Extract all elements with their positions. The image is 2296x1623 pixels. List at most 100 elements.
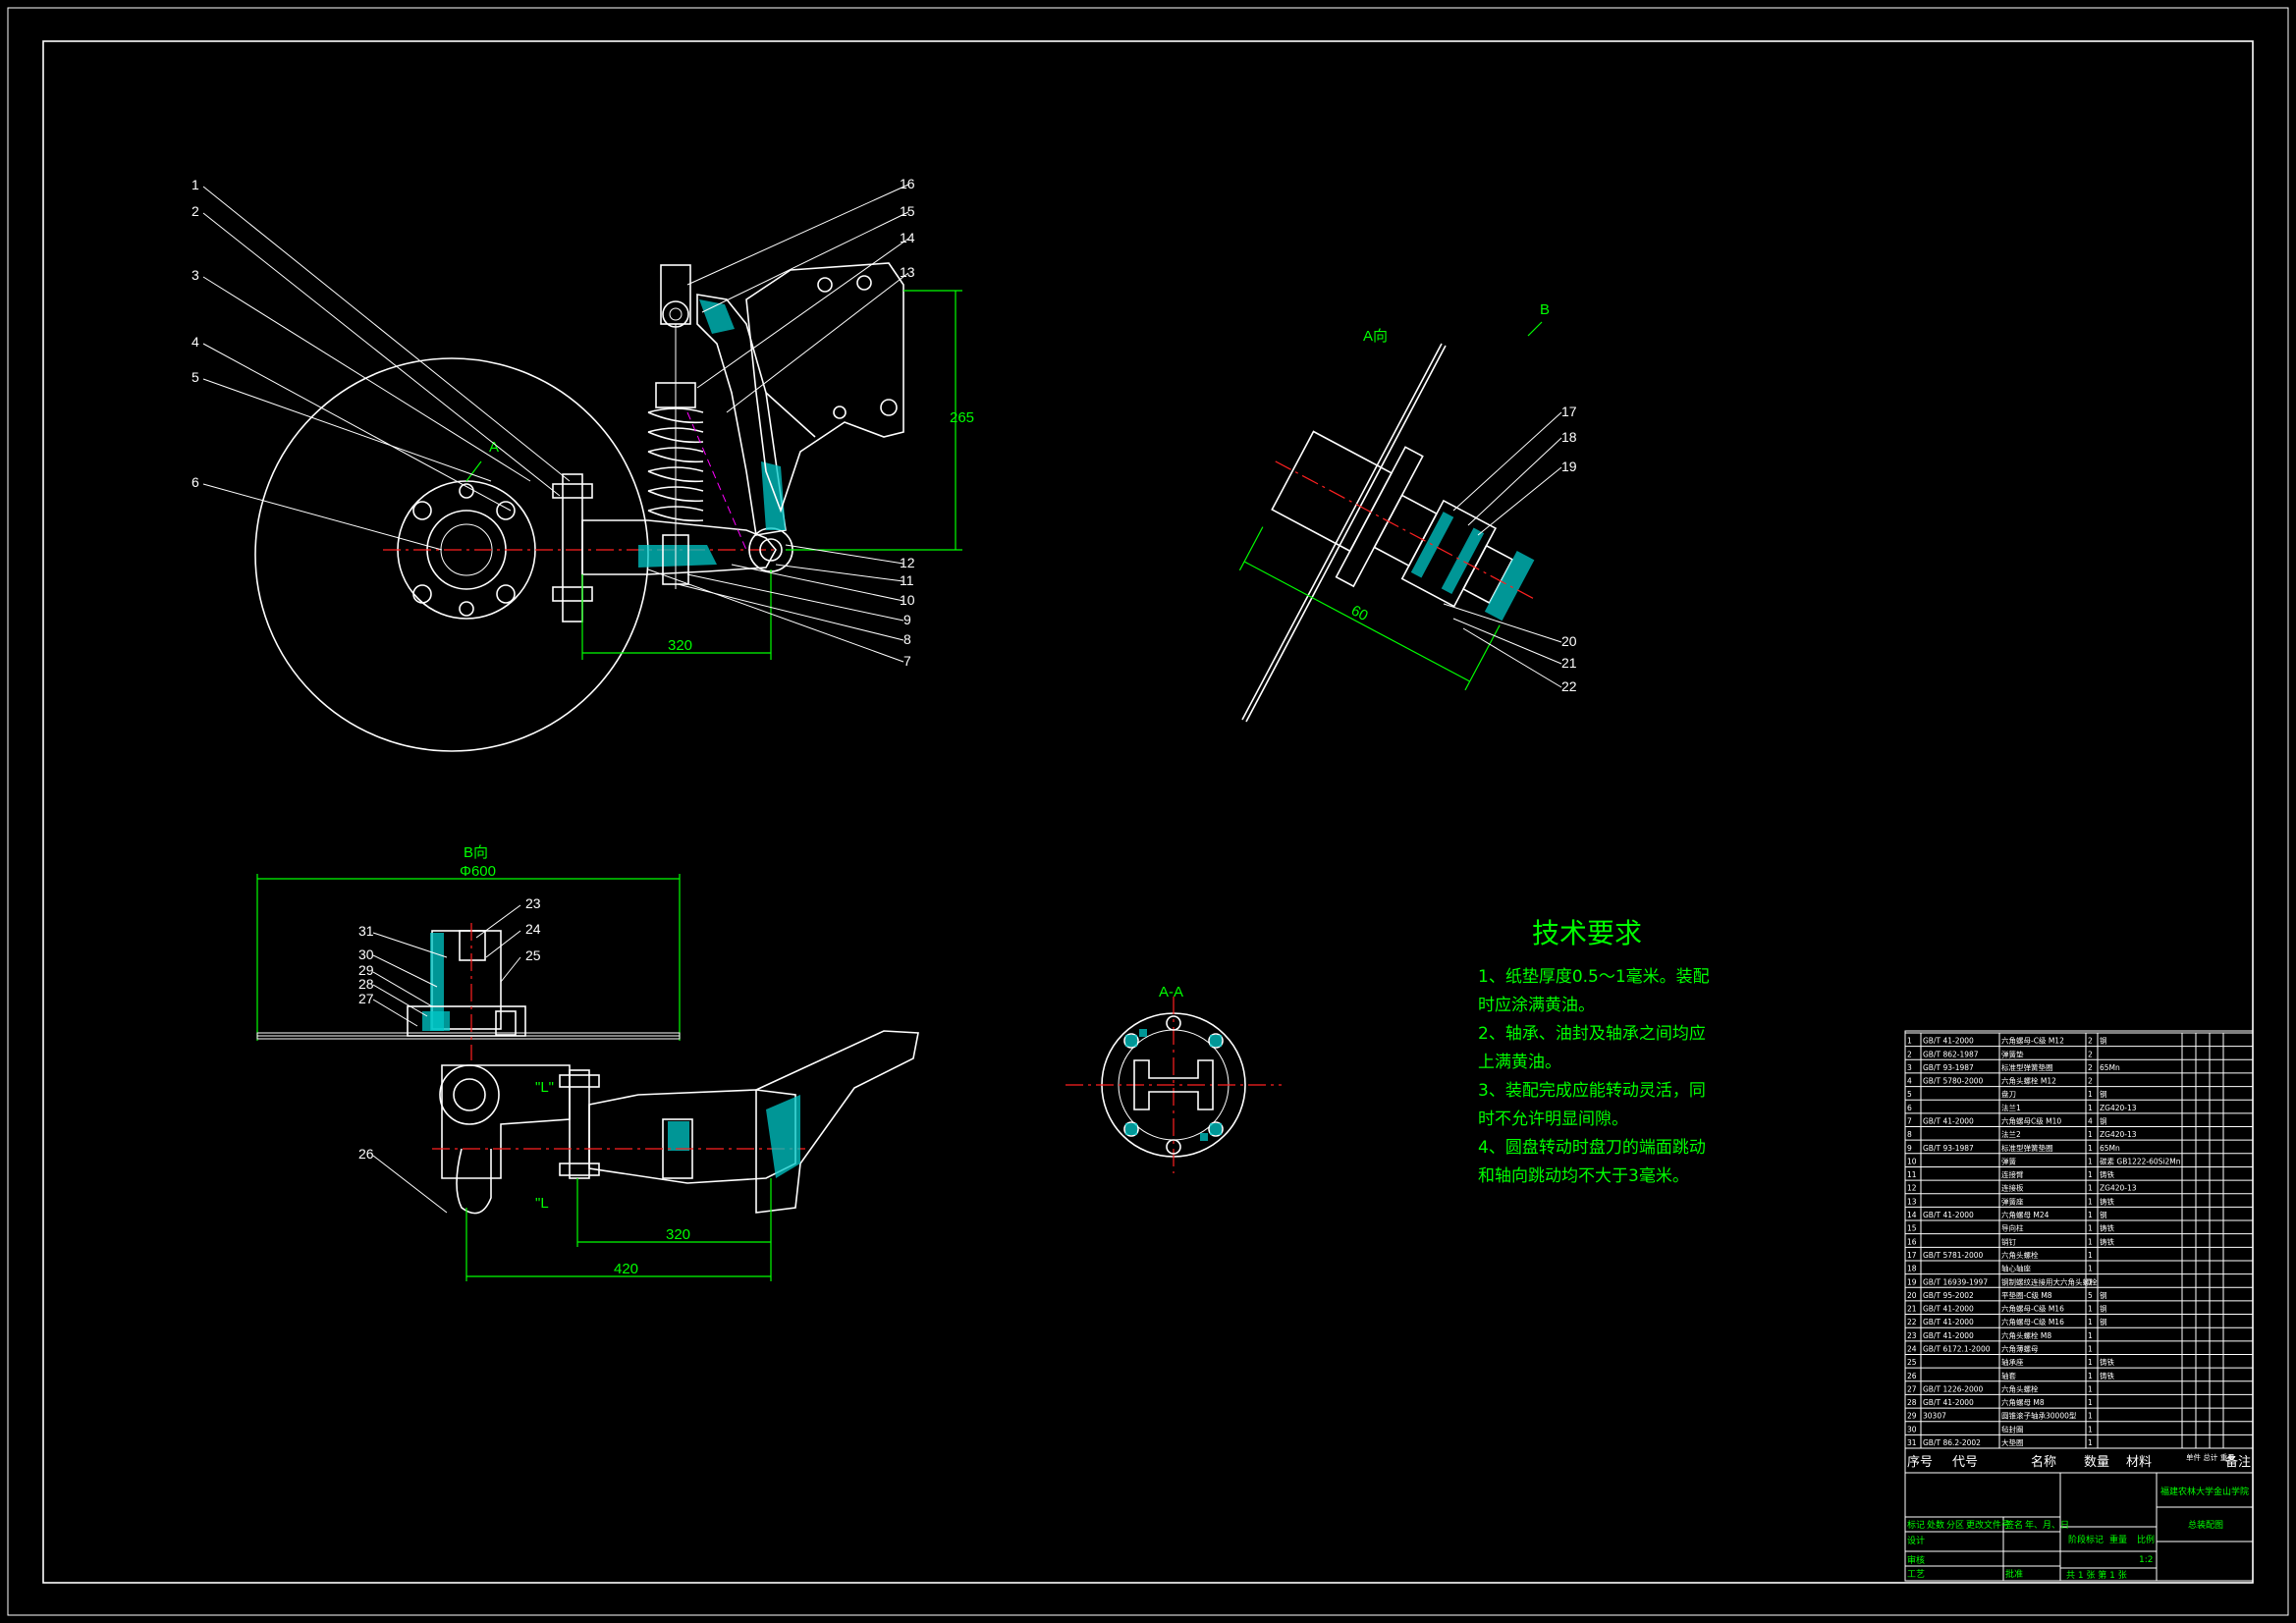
callout-2: 2: [191, 203, 199, 219]
section-title: A-A: [1159, 984, 1183, 1001]
callout-13: 13: [900, 264, 915, 280]
table-cell: 1: [2088, 1425, 2093, 1434]
hdr-weight: 单件 总计 重量: [2186, 1452, 2235, 1462]
table-cell: 1: [2088, 1197, 2093, 1206]
callout-11: 11: [900, 572, 914, 588]
hdr-code: 代号: [1952, 1455, 1978, 1470]
table-cell: 铸铁: [2100, 1357, 2115, 1367]
table-cell: 6: [1907, 1104, 1912, 1112]
callout-17: 17: [1561, 404, 1577, 419]
disc-edge-a: [1241, 343, 1443, 721]
table-cell: GB/T 5781-2000: [1923, 1251, 1984, 1260]
section-marker-a: A: [489, 439, 499, 456]
table-cell: 5: [2088, 1291, 2093, 1300]
l-marker-top: "L": [535, 1079, 554, 1096]
table-cell: GB/T 95-2002: [1923, 1291, 1974, 1300]
table-cell: 31: [1907, 1438, 1917, 1447]
table-cell: 10: [1907, 1157, 1917, 1165]
table-cell: GB/T 5780-2000: [1923, 1077, 1984, 1086]
tech-req-line-8: 和轴向跳动均不大于3毫米。: [1478, 1166, 1689, 1186]
callout-7: 7: [903, 653, 911, 669]
table-cell: 1: [2088, 1277, 2093, 1286]
table-cell: 六角头螺栓 M8: [2001, 1330, 2051, 1340]
table-cell: GB/T 41-2000: [1923, 1211, 1974, 1219]
table-cell: GB/T 41-2000: [1923, 1318, 1974, 1326]
table-cell: 连接臂: [2001, 1169, 2024, 1179]
table-cell: 钢: [2100, 1210, 2107, 1219]
table-cell: 18: [1907, 1265, 1917, 1273]
process-label: 工艺: [1907, 1569, 1925, 1580]
l-marker-bottom: "L: [535, 1195, 549, 1212]
table-cell: GB/T 93-1987: [1923, 1063, 1974, 1072]
table-cell: 1: [1907, 1037, 1912, 1046]
table-cell: 1: [2088, 1184, 2093, 1193]
mark-6: 年、月、日: [2025, 1519, 2069, 1531]
table-cell: 1: [2088, 1412, 2093, 1421]
table-cell: 20: [1907, 1291, 1917, 1300]
callout-3: 3: [191, 267, 199, 283]
table-cell: 1: [2088, 1237, 2093, 1246]
tech-requirements: 技术要求 1、纸垫厚度0.5～1毫米。装配 时应涂满黄油。 2、轴承、油封及轴承…: [1478, 917, 1710, 1186]
table-cell: GB/T 41-2000: [1923, 1305, 1974, 1314]
table-cell: 1: [2088, 1265, 2093, 1273]
callout-10: 10: [900, 592, 915, 608]
sheet-info: 共 1 张 第 1 张: [2066, 1569, 2127, 1581]
b-arm: [441, 1064, 571, 1179]
table-cell: 16: [1907, 1237, 1917, 1246]
table-cell: 弹簧: [2001, 1156, 2017, 1165]
callout-6: 6: [191, 474, 199, 490]
table-cell: 轴套: [2001, 1371, 2017, 1380]
svg-text:320: 320: [668, 637, 692, 654]
table-cell: 65Mn: [2100, 1063, 2120, 1072]
table-cell: GB/T 93-1987: [1923, 1144, 1974, 1153]
svg-text:420: 420: [614, 1261, 638, 1277]
callout-9: 9: [903, 612, 911, 627]
section-a-a: A-A: [1066, 984, 1282, 1173]
check-label: 审核: [1907, 1554, 1925, 1566]
svg-text:265: 265: [950, 409, 974, 426]
callout-22: 22: [1561, 678, 1577, 694]
table-cell: 3: [1907, 1063, 1912, 1072]
table-cell: 14: [1907, 1211, 1917, 1219]
drawing-name: 总装配图: [2188, 1519, 2223, 1531]
table-cell: GB/T 41-2000: [1923, 1398, 1974, 1407]
table-cell: 标准型弹簧垫圈: [2001, 1062, 2053, 1072]
table-cell: 1: [2088, 1384, 2093, 1393]
table-cell: 2: [2088, 1050, 2093, 1058]
callout-28: 28: [358, 976, 374, 992]
table-cell: 12: [1907, 1184, 1917, 1193]
table-cell: 铸铁: [2100, 1236, 2115, 1246]
table-cell: 1: [2088, 1130, 2093, 1139]
table-cell: 六角螺母-C级 M12: [2001, 1036, 2064, 1046]
disc-blade: [254, 357, 649, 752]
mark-1: 标记: [1907, 1519, 1925, 1531]
table-cell: 六角头螺栓: [2001, 1250, 2039, 1260]
table-cell: 法兰2: [2001, 1129, 2021, 1139]
table-cell: 1: [2088, 1157, 2093, 1165]
table-cell: 盘刀: [2001, 1089, 2016, 1099]
table-cell: GB/T 41-2000: [1923, 1117, 1974, 1126]
table-cell: 23: [1907, 1331, 1917, 1340]
mark-3: 分区: [1946, 1520, 1964, 1531]
weight-label: 重量: [2109, 1534, 2127, 1545]
main-leaders: [202, 184, 909, 663]
mark-5: 签名: [2005, 1519, 2023, 1531]
callout-8: 8: [903, 631, 911, 647]
callout-24: 24: [525, 921, 541, 937]
table-cell: 2: [1907, 1050, 1912, 1058]
callout-15: 15: [900, 203, 915, 219]
callout-26: 26: [358, 1146, 374, 1162]
callout-18: 18: [1561, 429, 1577, 445]
callout-12: 12: [900, 555, 915, 570]
inner-frame: [42, 40, 2254, 1584]
connecting-arm: [581, 519, 777, 575]
b-blade: [755, 1030, 919, 1214]
table-cell: 大垫圈: [2001, 1437, 2024, 1447]
table-cell: 1: [2088, 1170, 2093, 1179]
table-cell: 六角头螺栓: [2001, 1383, 2039, 1393]
table-cell: 30307: [1923, 1412, 1946, 1421]
table-cell: 1: [2088, 1305, 2093, 1314]
table-cell: 1: [2088, 1211, 2093, 1219]
title-block: 福建农林大学金山学院 总装配图 阶段标记 重量 比例 1:2 共 1 张 第 1…: [1905, 1472, 2253, 1581]
